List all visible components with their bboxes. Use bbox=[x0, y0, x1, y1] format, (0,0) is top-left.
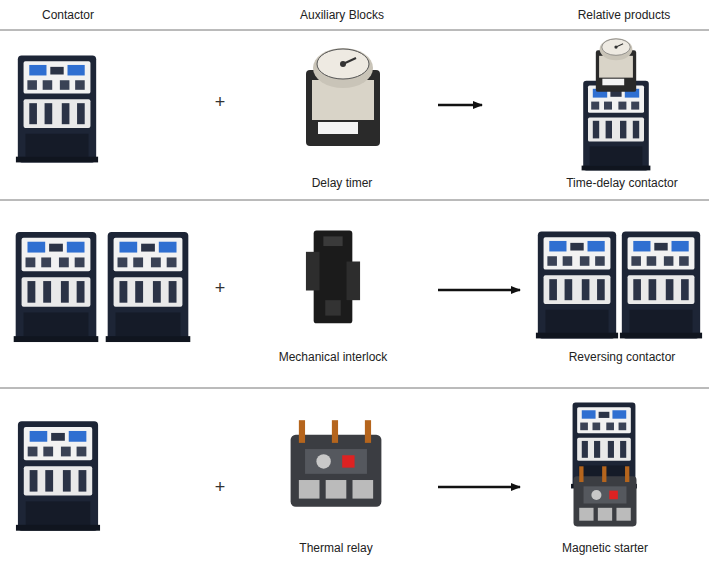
column-header: Auxiliary Blocks bbox=[300, 8, 384, 22]
part-caption: Thermal relay bbox=[299, 541, 372, 555]
product-caption: Time-delay contactor bbox=[566, 176, 678, 190]
column-header: Relative products bbox=[578, 8, 671, 22]
product-caption: Reversing contactor bbox=[569, 350, 676, 364]
column-header: Contactor bbox=[42, 8, 94, 22]
part-caption: Delay timer bbox=[312, 176, 373, 190]
product-caption: Magnetic starter bbox=[562, 541, 648, 555]
part-caption: Mechanical interlock bbox=[279, 350, 388, 364]
plus-sign: + bbox=[215, 278, 226, 298]
plus-sign: + bbox=[215, 92, 226, 112]
plus-sign: + bbox=[215, 477, 226, 497]
